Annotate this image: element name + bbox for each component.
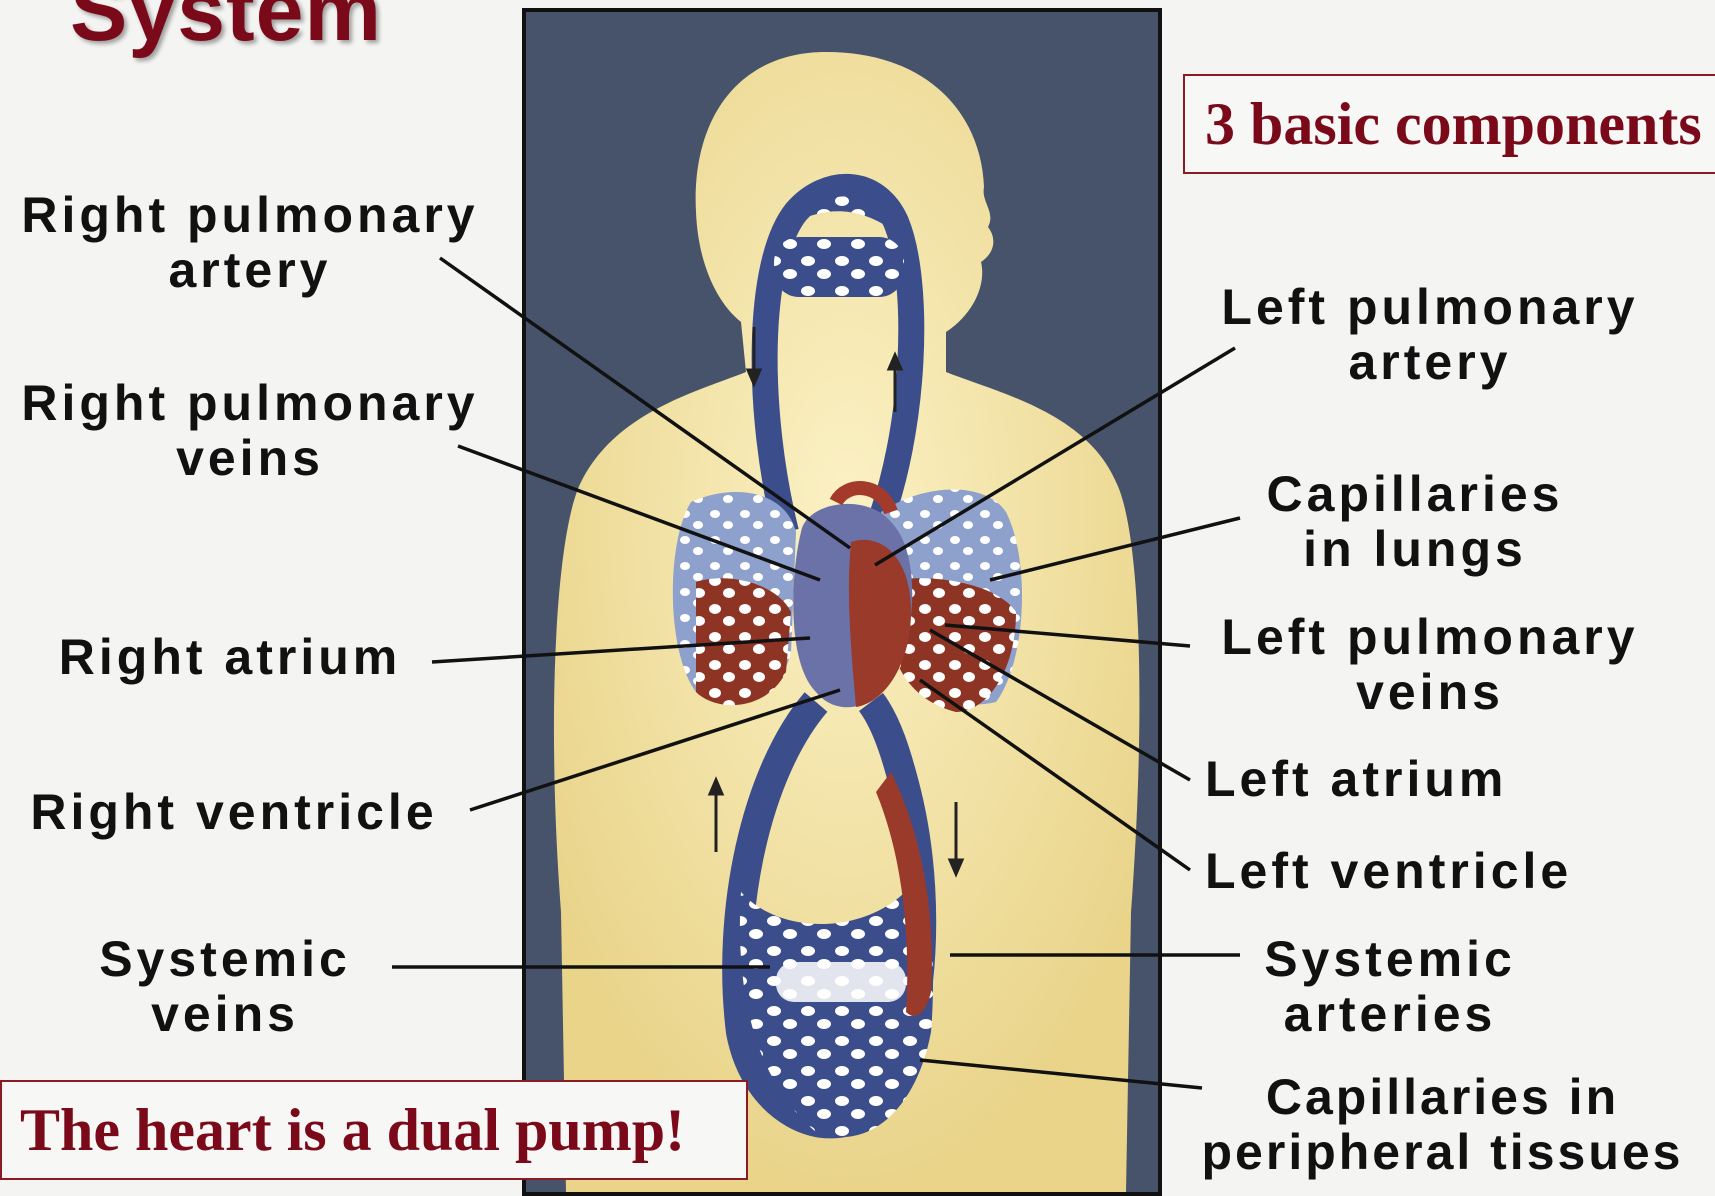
- dual-pump-box: The heart is a dual pump!: [0, 1080, 748, 1180]
- label-right-ventricle: Right ventricle: [14, 785, 454, 840]
- label-capillaries-in-lungs: Capillaries in lungs: [1235, 467, 1595, 577]
- label-right-pulmonary-artery: Right pulmonary artery: [8, 188, 492, 298]
- label-right-atrium: Right atrium: [40, 630, 420, 685]
- label-left-ventricle: Left ventricle: [1205, 844, 1625, 899]
- label-systemic-veins: Systemic veins: [80, 932, 370, 1042]
- label-right-pulmonary-veins: Right pulmonary veins: [8, 376, 492, 486]
- label-left-atrium: Left atrium: [1205, 752, 1535, 807]
- three-components-box: 3 basic components: [1183, 74, 1715, 174]
- label-left-pulmonary-veins: Left pulmonary veins: [1200, 610, 1660, 720]
- label-systemic-arteries: Systemic arteries: [1240, 932, 1540, 1042]
- label-capillaries-peripheral-tissues: Capillaries in peripheral tissues: [1170, 1070, 1715, 1180]
- label-left-pulmonary-artery: Left pulmonary artery: [1200, 280, 1660, 390]
